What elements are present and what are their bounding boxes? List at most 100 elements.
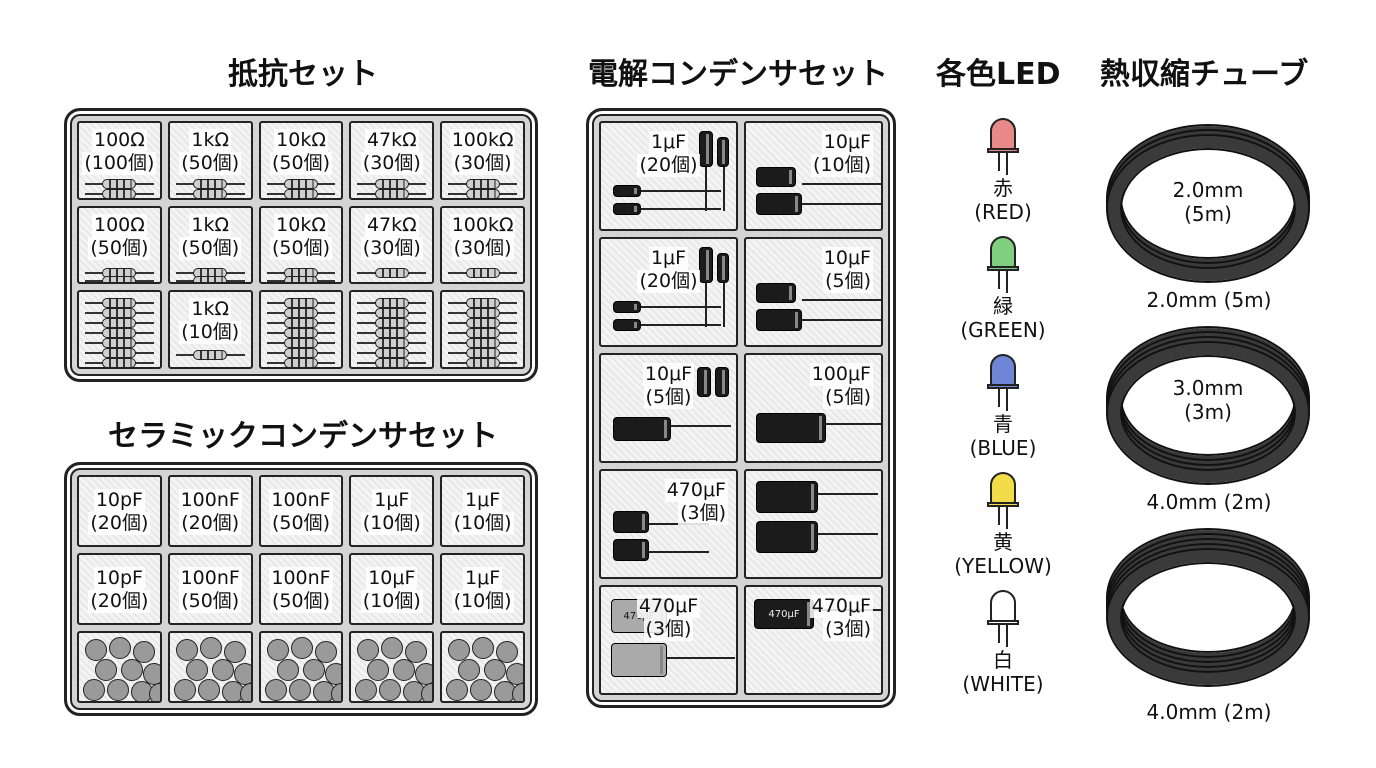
quantity-text: (30個) bbox=[360, 236, 423, 260]
capacitor-lead bbox=[802, 299, 881, 301]
electrolytic-capacitor bbox=[756, 413, 826, 443]
resistor-body bbox=[465, 318, 500, 329]
compartment-label: 10kΩ(50個) bbox=[261, 213, 342, 260]
led-color-jp: 赤 bbox=[993, 176, 1013, 200]
resistor bbox=[357, 348, 427, 359]
capacitor-lead bbox=[641, 190, 721, 192]
value-text: 1μF bbox=[463, 489, 503, 512]
electrolytic-compartment[interactable]: 100μF(5個) bbox=[744, 353, 883, 463]
resistor bbox=[266, 189, 336, 198]
ceramic-compartment[interactable]: 10pF(20個) bbox=[77, 553, 162, 625]
resistor-compartment[interactable]: 100kΩ(30個) bbox=[440, 121, 525, 200]
value-text: 100Ω bbox=[92, 129, 147, 152]
ceramic-capacitor bbox=[185, 659, 208, 681]
resistor-compartment[interactable] bbox=[77, 290, 162, 369]
led-lead bbox=[998, 389, 1000, 407]
ceramic-capacitor bbox=[107, 679, 129, 701]
resistor-compartment[interactable]: 1kΩ(50個) bbox=[167, 205, 253, 285]
electrolytic-compartment[interactable] bbox=[744, 469, 883, 579]
resistor-compartment[interactable]: 1kΩ(10個) bbox=[167, 290, 253, 369]
led-rim bbox=[987, 266, 1019, 271]
ceramic-capacitor bbox=[290, 637, 313, 659]
electrolytic-compartment[interactable]: 10μF(10個) bbox=[744, 121, 883, 231]
led-rim bbox=[987, 384, 1019, 389]
ceramic-capacitor bbox=[239, 683, 251, 701]
ceramic-compartment[interactable]: 100nF(20個) bbox=[167, 475, 253, 547]
resistor-body bbox=[283, 348, 318, 359]
resistor-compartment[interactable]: 10kΩ(50個) bbox=[258, 121, 344, 200]
ceramic-compartment[interactable]: 10μF(10個) bbox=[349, 553, 435, 625]
ceramic-compartment[interactable]: 1μF(10個) bbox=[440, 475, 525, 547]
value-text: 1kΩ bbox=[189, 129, 231, 152]
ceramic-compartment[interactable] bbox=[77, 631, 162, 703]
resistor-compartment[interactable] bbox=[258, 290, 344, 369]
capacitor-lead bbox=[723, 167, 725, 211]
resistor-compartment[interactable] bbox=[440, 290, 525, 369]
value-text: 10μF bbox=[642, 363, 695, 386]
ceramic-compartment[interactable] bbox=[258, 631, 344, 703]
quantity-text: (50個) bbox=[269, 236, 332, 260]
resistor-tray: 100Ω(100個)1kΩ(50個)10kΩ(50個)47kΩ(30個)100k… bbox=[64, 108, 538, 382]
electrolytic-capacitor bbox=[699, 247, 713, 283]
led-color-en: (YELLOW) bbox=[954, 554, 1052, 578]
ceramic-compartment[interactable]: 100nF(50個) bbox=[258, 553, 344, 625]
ceramic-compartment[interactable]: 1μF(10個) bbox=[349, 475, 435, 547]
electrolytic-compartment[interactable]: 1μF(20個) bbox=[599, 121, 738, 231]
electrolytic-compartment[interactable]: 470μF(3個)470μF bbox=[599, 585, 738, 695]
ceramic-compartment[interactable]: 1μF(10個) bbox=[440, 553, 525, 625]
value-text: 100nF bbox=[269, 489, 333, 512]
resistor-body bbox=[465, 189, 500, 198]
resistor-body bbox=[465, 267, 500, 278]
quantity-text: (50個) bbox=[179, 236, 242, 260]
ceramic-compartment[interactable]: 10pF(20個) bbox=[77, 475, 162, 547]
ceramic-compartment[interactable] bbox=[349, 631, 435, 703]
electrolytic-compartment[interactable]: 470μF(3個)470μF bbox=[744, 585, 883, 695]
ceramic-compartment[interactable] bbox=[440, 631, 525, 703]
ceramic-capacitor bbox=[85, 639, 107, 661]
electrolytic-compartment[interactable]: 10μF(5個) bbox=[599, 353, 738, 463]
electrolytic-capacitor bbox=[613, 301, 641, 313]
capacitor-lead bbox=[671, 425, 731, 427]
ceramic-compartment[interactable]: 100nF(50個) bbox=[258, 475, 344, 547]
capacitor-lead bbox=[667, 657, 735, 659]
compartment-label: 100μF(5個) bbox=[809, 363, 873, 409]
ceramic-capacitor bbox=[233, 663, 251, 685]
resistor-compartment[interactable]: 1kΩ(50個) bbox=[167, 121, 253, 200]
resistor-compartment[interactable]: 10kΩ(50個) bbox=[258, 205, 344, 285]
resistor-compartment[interactable]: 47kΩ(30個) bbox=[349, 121, 435, 200]
quantity-text: (10個) bbox=[810, 154, 873, 177]
value-text: 100kΩ bbox=[449, 129, 516, 152]
quantity-text: (50個) bbox=[269, 152, 332, 175]
resistor bbox=[448, 358, 517, 367]
resistor bbox=[85, 338, 154, 349]
electrolytic-compartment[interactable]: 10μF(5個) bbox=[744, 237, 883, 347]
ceramic-capacitor bbox=[379, 679, 402, 701]
resistor-body bbox=[374, 328, 409, 339]
ceramic-capacitor bbox=[266, 639, 289, 661]
resistor-compartment[interactable]: 100Ω(50個) bbox=[77, 205, 162, 285]
coil-size: 2.0mm bbox=[1172, 178, 1244, 202]
electrolytic-tray: 1μF(20個)10μF(10個)1μF(20個)10μF(5個)10μF(5個… bbox=[586, 108, 896, 708]
compartment-label: 47kΩ(30個) bbox=[351, 129, 432, 175]
resistor bbox=[175, 350, 245, 361]
resistor-body bbox=[374, 298, 409, 309]
value-text: 10pF bbox=[93, 489, 145, 512]
resistor-body bbox=[465, 179, 500, 189]
value-text: 10μF bbox=[821, 131, 873, 154]
quantity-text: (20個) bbox=[637, 154, 700, 177]
resistor-compartment[interactable] bbox=[349, 290, 435, 369]
ceramic-compartment[interactable]: 100nF(50個) bbox=[167, 553, 253, 625]
compartment-label: 1μF(10個) bbox=[351, 489, 432, 535]
resistor-compartment[interactable]: 47kΩ(30個) bbox=[349, 205, 435, 285]
electrolytic-compartment[interactable]: 1μF(20個) bbox=[599, 237, 738, 347]
electrolytic-compartment[interactable]: 470μF(3個) bbox=[599, 469, 738, 579]
ceramic-compartment[interactable] bbox=[167, 631, 253, 703]
resistor-compartment[interactable]: 100kΩ(30個) bbox=[440, 205, 525, 285]
quantity-text: (10個) bbox=[451, 590, 514, 613]
resistor-compartment[interactable]: 100Ω(100個) bbox=[77, 121, 162, 200]
resistor-body bbox=[102, 338, 137, 349]
value-text: 47kΩ bbox=[364, 213, 419, 237]
ceramic-capacitor bbox=[324, 663, 342, 685]
ceramic-capacitor bbox=[381, 637, 404, 659]
electrolytic-capacitor bbox=[611, 643, 667, 677]
